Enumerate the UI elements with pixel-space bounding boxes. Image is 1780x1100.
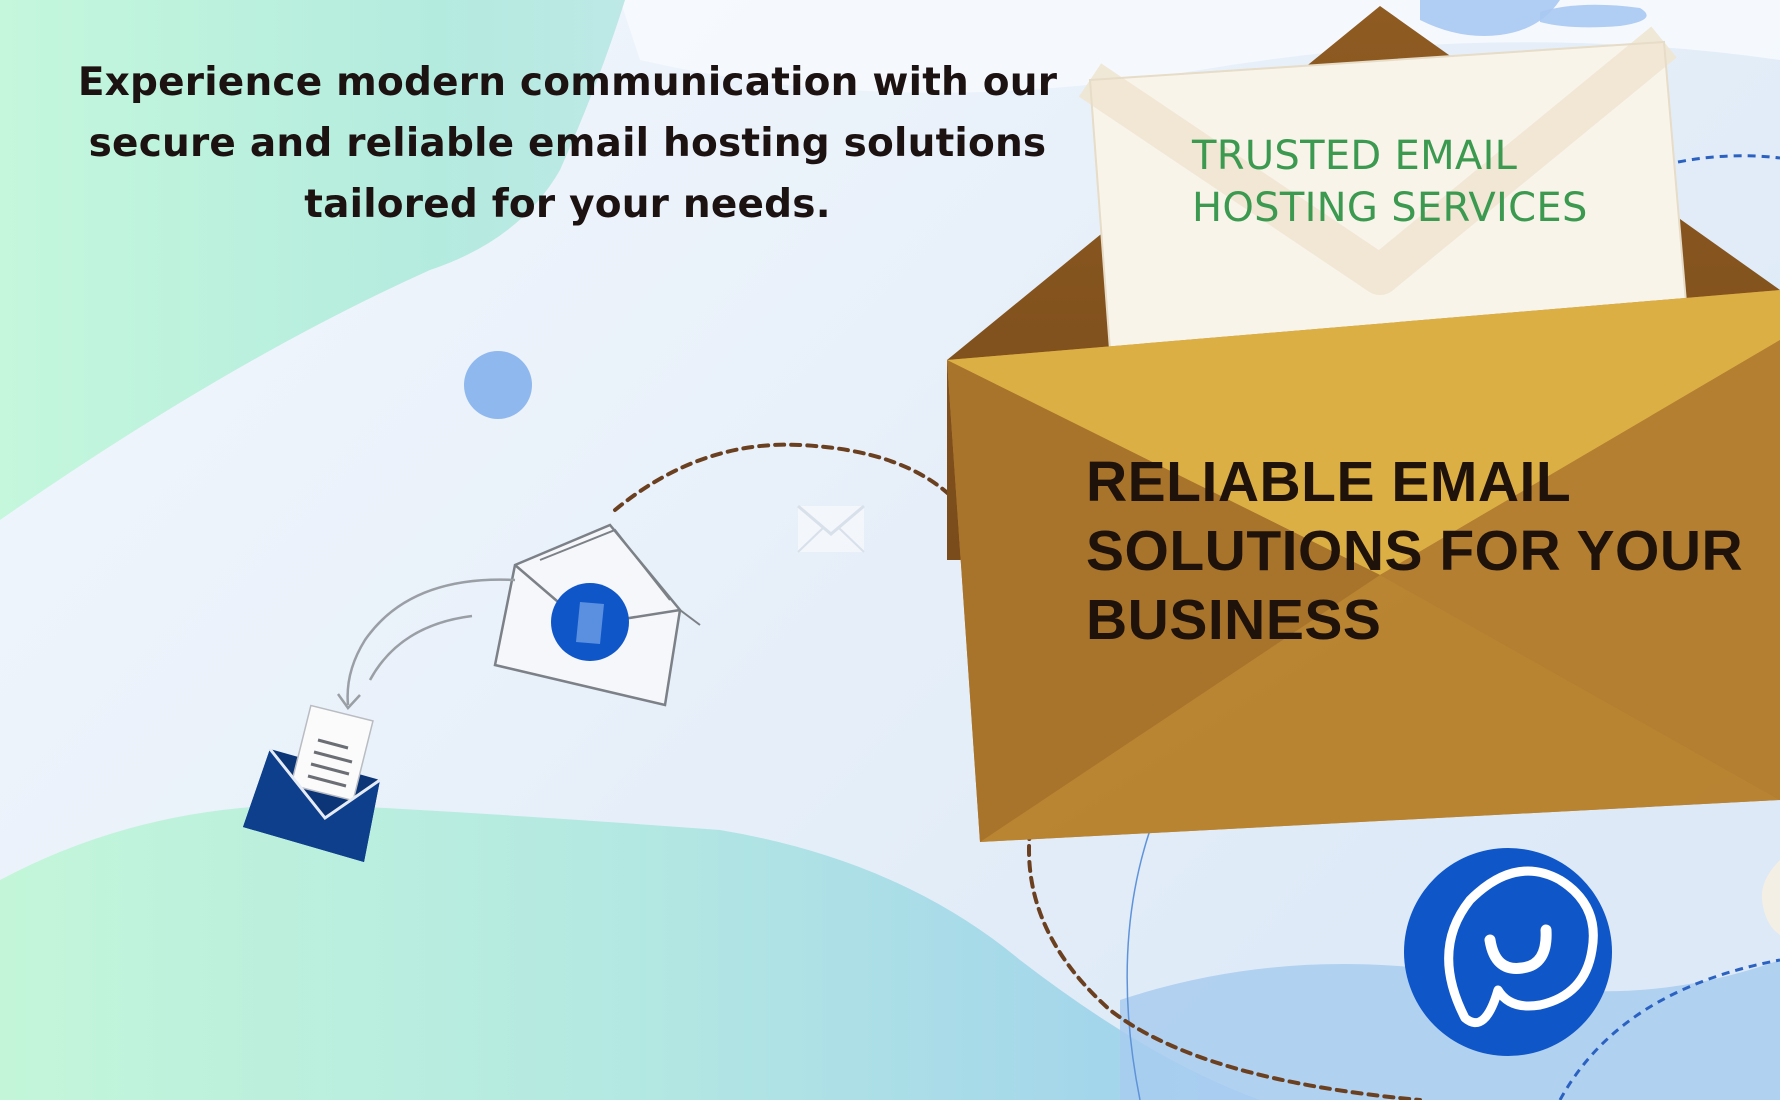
thin-curve xyxy=(1126,829,1151,1100)
large-envelope xyxy=(947,6,1780,842)
edge-shape xyxy=(1761,860,1780,935)
phone-envelope-icon xyxy=(493,523,701,707)
letter-tagline: TRUSTED EMAIL HOSTING SERVICES xyxy=(1192,133,1588,231)
small-envelope-icon xyxy=(797,504,865,553)
blue-dot-icon xyxy=(464,351,532,419)
dashed-orbit-blue xyxy=(1677,154,1780,164)
dashed-orbit xyxy=(613,442,957,512)
chat-bubble-icon xyxy=(1404,848,1612,1056)
open-envelope-icon xyxy=(243,704,381,862)
dashed-orbit-blue xyxy=(1558,958,1780,1100)
mint-wave-top xyxy=(0,0,625,520)
water-shape xyxy=(1540,4,1647,28)
water-shape xyxy=(1420,0,1560,36)
arrow-curve xyxy=(368,614,473,681)
letter-card xyxy=(1078,26,1690,352)
arrow-curve xyxy=(346,578,516,706)
hero-headline: Experience modern communication with our… xyxy=(77,60,1058,227)
arrow-head xyxy=(336,693,361,710)
envelope-title: RELIABLE EMAIL SOLUTIONS FOR YOUR BUSINE… xyxy=(1086,450,1744,652)
dashed-orbit xyxy=(1027,828,1422,1100)
mint-wave-bottom xyxy=(0,804,1260,1100)
